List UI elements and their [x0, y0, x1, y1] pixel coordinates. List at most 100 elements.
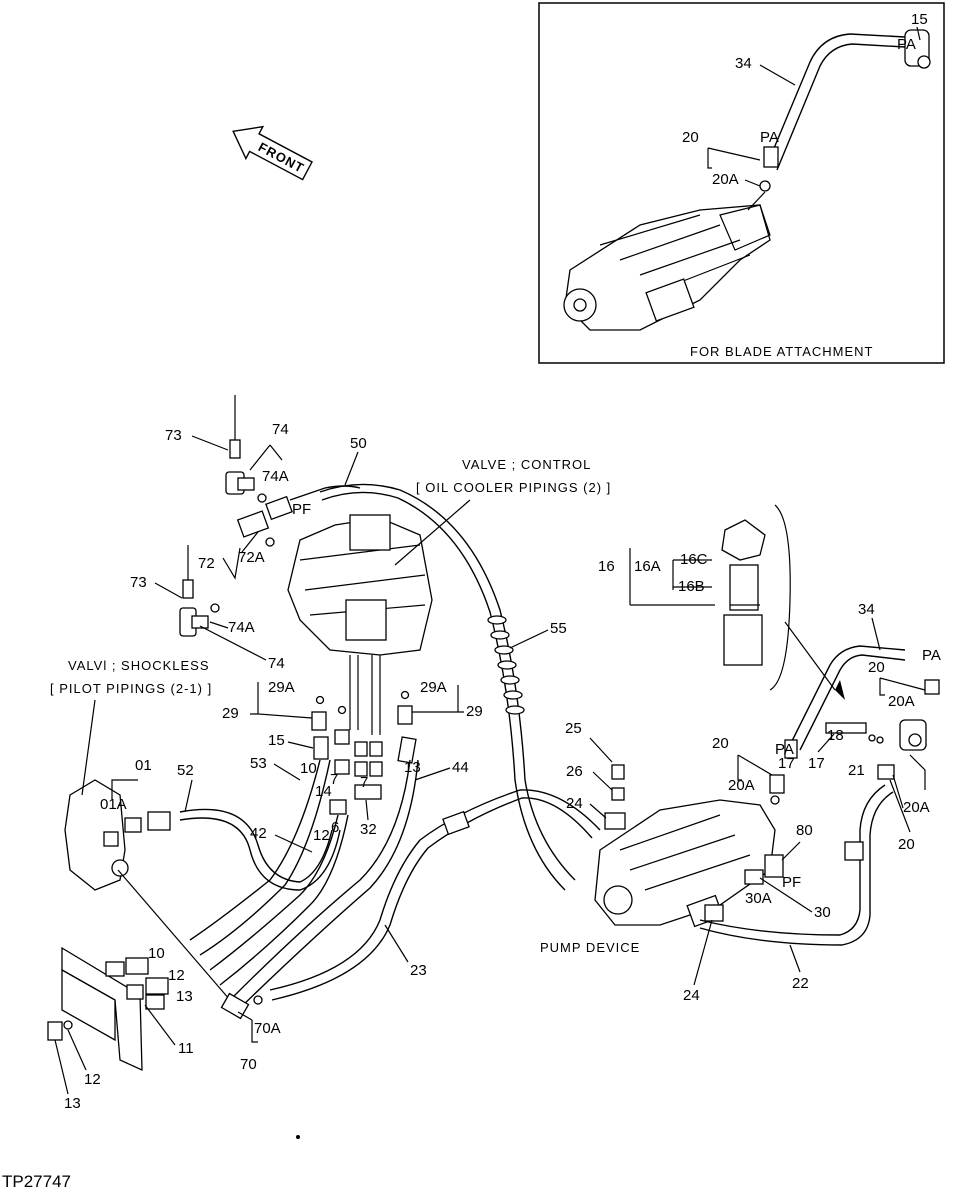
inset-label-pa-mid: PA	[760, 129, 779, 146]
label-20-right-low: 20	[898, 836, 915, 853]
label-18: 18	[827, 727, 844, 744]
inset-cap	[918, 56, 930, 68]
label-21: 21	[848, 762, 865, 779]
label-74a-lower: 74A	[228, 619, 255, 636]
valve-control-title: VALVE ; CONTROL	[462, 457, 591, 472]
dot-mark	[296, 1135, 300, 1139]
inset-fitting-20	[764, 147, 778, 167]
inset-caption: FOR BLADE ATTACHMENT	[690, 344, 873, 359]
pump-device-label: PUMP DEVICE	[540, 940, 640, 955]
fitting-29-right	[398, 706, 412, 724]
label-80: 80	[796, 822, 813, 839]
inset-label-20: 20	[682, 129, 699, 146]
label-34: 34	[858, 601, 875, 618]
label-42: 42	[250, 825, 267, 842]
label-74a-upper: 74A	[262, 468, 289, 485]
hose-23	[270, 790, 600, 990]
oring-29a-right	[402, 692, 409, 699]
label-12-bottom: 12	[84, 1071, 101, 1088]
elbow-70	[221, 994, 248, 1019]
label-22: 22	[792, 975, 809, 992]
label-16: 16	[598, 558, 615, 575]
oring-70a	[254, 996, 262, 1004]
label-25: 25	[565, 720, 582, 737]
label-70: 70	[240, 1056, 257, 1073]
inset-leader-20	[708, 148, 760, 168]
label-17-upper: 17	[808, 755, 825, 772]
fitting-29-left	[312, 712, 326, 730]
label-16c: 16C	[680, 551, 708, 568]
inset-label-34: 34	[735, 55, 752, 72]
label-11: 11	[178, 1040, 194, 1057]
label-29a-right: 29A	[420, 679, 447, 696]
label-pf-upper: PF	[292, 501, 311, 518]
label-14: 14	[315, 783, 332, 800]
inset-label-15: 15	[911, 11, 928, 28]
valve-control-sub: [ OIL COOLER PIPINGS (2) ]	[416, 480, 611, 495]
label-16b: 16B	[678, 578, 705, 595]
label-72: 72	[198, 555, 215, 572]
label-7-right: 7	[360, 774, 368, 791]
valve-shockless-title: VALVl ; SHOCKLESS	[68, 658, 210, 673]
fitting-hose-23	[443, 812, 469, 835]
label-13-lower: 13	[176, 988, 193, 1005]
label-10-top: 10	[300, 760, 317, 777]
label-01a: 01A	[100, 796, 127, 813]
inset-pipe-34-edge	[777, 44, 905, 170]
label-30a: 30A	[745, 890, 772, 907]
label-24-lower: 24	[683, 987, 700, 1004]
elbow-24-upper	[605, 813, 625, 829]
control-valve	[288, 515, 432, 735]
label-26: 26	[566, 763, 583, 780]
label-13-bottom: 13	[64, 1095, 81, 1112]
label-pa-right: PA	[922, 647, 941, 664]
label-15: 15	[268, 732, 285, 749]
label-73-upper: 73	[165, 427, 182, 444]
inset-oring-20a	[760, 181, 770, 191]
label-16a: 16A	[634, 558, 661, 575]
label-44: 44	[452, 759, 469, 776]
hose-55-spring	[488, 616, 524, 714]
inset-leader-34	[760, 65, 795, 85]
label-74-upper: 74	[272, 421, 289, 438]
fitting-pf-upper	[266, 486, 360, 519]
front-arrow: FRONT	[225, 115, 316, 186]
label-01: 01	[135, 757, 152, 774]
pipe-22-joint	[845, 842, 863, 860]
oring-29a-mid	[339, 707, 346, 714]
label-53: 53	[250, 755, 267, 772]
callout-valve-control: VALVE ; CONTROL [ OIL COOLER PIPINGS (2)…	[395, 457, 611, 565]
oring-29a-left	[317, 697, 324, 704]
inset-leader-20a	[745, 180, 760, 186]
seal-group-16	[630, 505, 845, 700]
label-24-upper: 24	[566, 795, 583, 812]
label-55: 55	[550, 620, 567, 637]
label-pf-right: PF	[782, 874, 801, 891]
label-23: 23	[410, 962, 427, 979]
label-32: 32	[360, 821, 377, 838]
label-20-mid: 20	[712, 735, 729, 752]
inset-label-20a: 20A	[712, 171, 739, 188]
label-12-lower: 12	[168, 967, 185, 984]
sensor-73-upper	[226, 395, 266, 502]
fitting-72	[238, 511, 274, 546]
label-29a-left: 29A	[268, 679, 295, 696]
label-20a-right-top: 20A	[888, 693, 915, 710]
valve-shockless-sub: [ PILOT PIPINGS (2-1) ]	[50, 681, 212, 696]
label-74-lower: 74	[268, 655, 285, 672]
label-50: 50	[350, 435, 367, 452]
label-20a-right: 20A	[903, 799, 930, 816]
label-12-top: 12	[313, 827, 330, 844]
label-13-top: 13	[404, 759, 421, 776]
label-70a: 70A	[254, 1020, 281, 1037]
label-10-lower: 10	[148, 945, 165, 962]
label-73-lower: 73	[130, 574, 147, 591]
part-labels: 73 74 74A 50 PF 72 72A 73 74A 74 55 29A …	[55, 421, 941, 1139]
pilot-hoses	[180, 760, 418, 1010]
blade-attachment-inset: 15 PA 34 PA 20 20A FOR BLADE ATTACHMENT	[539, 3, 944, 363]
label-52: 52	[177, 762, 194, 779]
inset-pump-body	[564, 205, 770, 330]
label-20-right-top: 20	[868, 659, 885, 676]
